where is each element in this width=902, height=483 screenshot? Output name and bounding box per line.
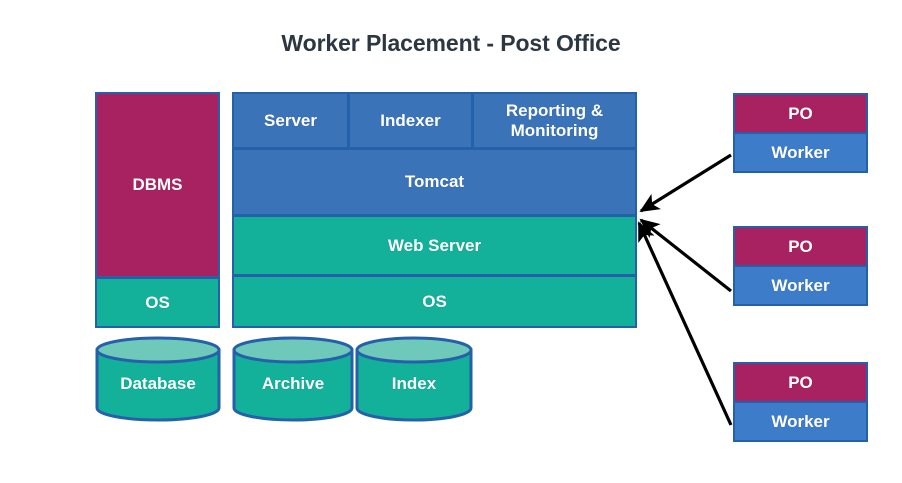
arrow-worker-1	[639, 153, 732, 213]
arrow-worker-2	[639, 218, 732, 293]
worker-group-3: PO Worker	[733, 362, 868, 442]
arrow-worker-3	[637, 221, 733, 426]
web-server-block: Web Server	[232, 215, 637, 276]
cylinder-shape	[232, 336, 354, 422]
po-box-1: PO	[733, 93, 868, 134]
index-cylinder: Index	[355, 336, 473, 422]
worker-group-2: PO Worker	[733, 226, 868, 306]
cylinder-shape	[355, 336, 473, 422]
server-component-block: Server	[232, 92, 349, 149]
reporting-monitoring-component-block: Reporting & Monitoring	[472, 92, 637, 149]
po-box-2: PO	[733, 226, 868, 267]
archive-cylinder: Archive	[232, 336, 354, 422]
app-server-os-block: OS	[232, 275, 637, 328]
worker-box-1: Worker	[733, 132, 868, 173]
indexer-component-block: Indexer	[348, 92, 473, 149]
worker-box-3: Worker	[733, 401, 868, 442]
dbms-block: DBMS	[95, 92, 220, 278]
worker-box-2: Worker	[733, 265, 868, 306]
tomcat-block: Tomcat	[232, 148, 637, 216]
database-cylinder: Database	[95, 336, 221, 422]
database-server-os-block: OS	[95, 277, 220, 328]
worker-group-1: PO Worker	[733, 93, 868, 173]
cylinder-shape	[95, 336, 221, 422]
page-title: Worker Placement - Post Office	[281, 30, 621, 56]
po-box-3: PO	[733, 362, 868, 403]
